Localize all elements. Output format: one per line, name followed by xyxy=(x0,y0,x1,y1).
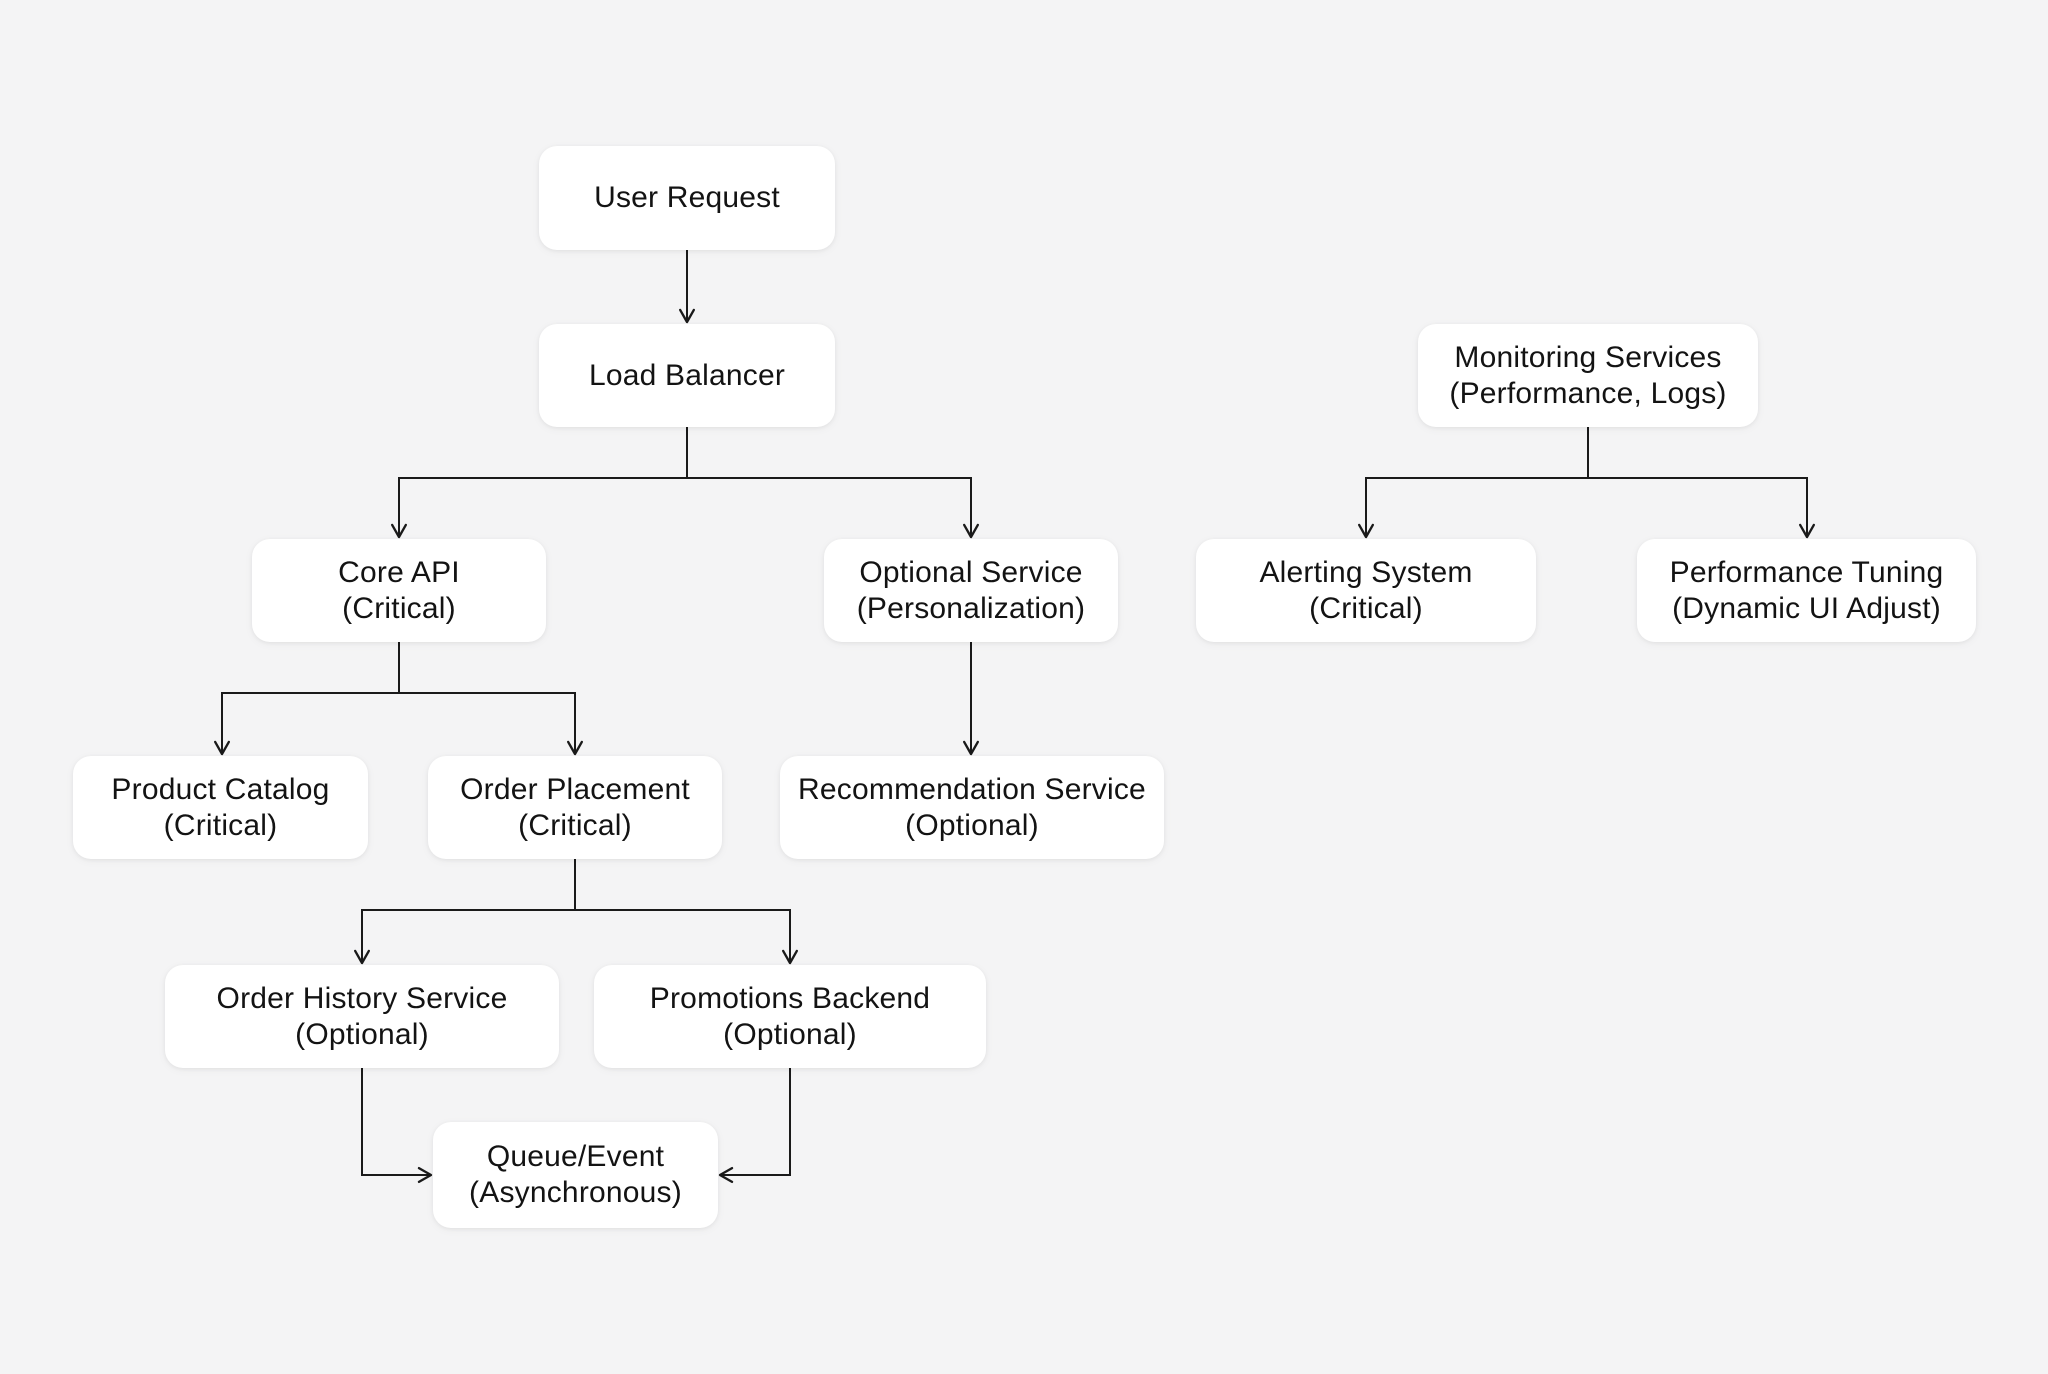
node-label: Queue/Event xyxy=(486,1140,665,1173)
edge-order-placement-to-order-history xyxy=(353,909,575,965)
node-label: Core API xyxy=(338,555,460,589)
node-label: (Critical) xyxy=(342,591,456,625)
node-order-placement: Order Placement(Critical) xyxy=(428,756,722,859)
node-label: Performance Tuning xyxy=(1669,555,1944,589)
node-promotions-backend: Promotions Backend(Optional) xyxy=(594,965,986,1068)
node-performance-tuning: Performance Tuning(Dynamic UI Adjust) xyxy=(1637,539,1976,642)
node-label: Order History Service xyxy=(216,981,508,1015)
node-label: (Critical) xyxy=(518,808,632,842)
node-user-request: User Request xyxy=(539,146,835,250)
node-queue-event: Queue/Event(Asynchronous) xyxy=(433,1122,718,1228)
node-alerting-system: Alerting System(Critical) xyxy=(1196,539,1536,642)
edge-load-balancer-to-optional-service xyxy=(687,477,980,539)
node-product-catalog: Product Catalog(Critical) xyxy=(73,756,368,859)
node-label: Load Balancer xyxy=(588,358,786,392)
edge-load-balancer-to-core-api xyxy=(390,477,687,539)
node-order-history-service: Order History Service(Optional) xyxy=(165,965,559,1068)
node-core-api: Core API(Critical) xyxy=(252,539,546,642)
node-label: Monitoring Services xyxy=(1454,340,1722,374)
edge-core-api-to-product-catalog xyxy=(213,692,399,756)
edge-order-placement-to-promotions xyxy=(575,909,799,965)
node-load-balancer: Load Balancer xyxy=(539,324,835,427)
node-label: (Critical) xyxy=(1309,591,1423,625)
node-label: Promotions Backend xyxy=(649,981,931,1015)
node-monitoring-services: Monitoring Services(Performance, Logs) xyxy=(1418,324,1758,427)
edge-order-history-to-queue-event xyxy=(361,1068,433,1184)
node-label: (Dynamic UI Adjust) xyxy=(1672,591,1941,625)
edge-core-api-to-order-placement xyxy=(399,692,584,756)
node-label: (Critical) xyxy=(163,808,278,842)
node-label: (Optional) xyxy=(295,1017,429,1051)
edge-monitoring-to-alerting-system xyxy=(1357,477,1588,539)
node-label: Recommendation Service xyxy=(798,772,1146,806)
node-label: (Performance, Logs) xyxy=(1449,376,1727,410)
node-label: (Optional) xyxy=(723,1017,857,1051)
node-label: Optional Service xyxy=(859,555,1083,589)
node-label: (Personalization) xyxy=(856,591,1086,625)
edge-monitoring-to-performance-tuning xyxy=(1588,477,1816,539)
node-recommendation-service: Recommendation Service(Optional) xyxy=(780,756,1164,859)
node-label: (Asynchronous) xyxy=(469,1176,682,1209)
edge-promotions-to-queue-event xyxy=(718,1068,791,1184)
node-label: Product Catalog xyxy=(111,772,330,806)
node-label: (Optional) xyxy=(905,808,1039,842)
node-label: User Request xyxy=(594,181,780,214)
node-label: Alerting System xyxy=(1259,555,1473,589)
node-optional-service: Optional Service(Personalization) xyxy=(824,539,1118,642)
node-label: Order Placement xyxy=(460,772,690,806)
